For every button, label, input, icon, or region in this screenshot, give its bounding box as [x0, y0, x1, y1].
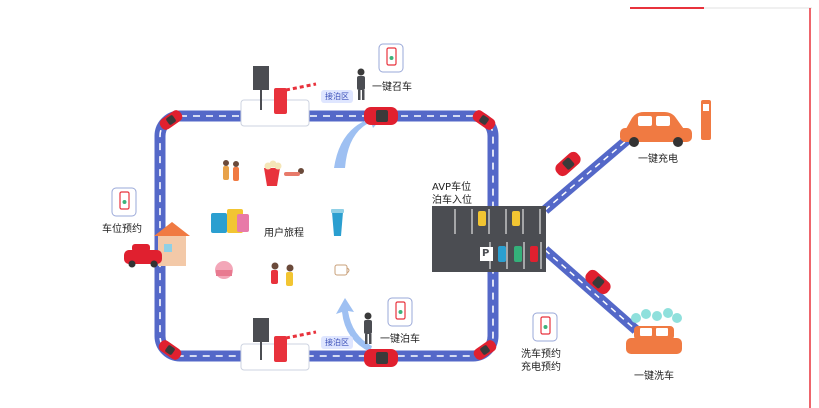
- phone-icon: [387, 297, 413, 327]
- popcorn-icon: [264, 160, 282, 186]
- pickup-zone-bottom-tag: 接泊区: [321, 336, 353, 349]
- pickup-zone-top-tag: 接泊区: [321, 90, 353, 103]
- running-couple-icon: [271, 262, 294, 286]
- charging-car-illustration: [620, 100, 711, 147]
- car-bottom-middle: [364, 349, 398, 367]
- car-bottom-right: [473, 340, 497, 360]
- top-gate: [240, 66, 317, 127]
- parking-reservation-label: 车位预约: [102, 224, 142, 235]
- home-car-illustration: [124, 222, 190, 268]
- wash-reservation-label: 洗车预约: [521, 349, 561, 360]
- car-top-right: [472, 110, 496, 130]
- one-key-charge-label: 一键充电: [638, 154, 678, 165]
- car-wash-branch: [585, 269, 611, 295]
- summon-arrow: [334, 112, 384, 168]
- avp-label-line2: 泊车入位: [432, 195, 472, 206]
- phone-icon: [111, 187, 137, 217]
- branch-roads: [541, 131, 640, 334]
- swimmer-icon: [284, 168, 304, 176]
- cake-icon: [215, 261, 233, 279]
- coffee-cup-icon: [334, 264, 350, 276]
- car-top-left: [159, 110, 183, 130]
- car-top-middle: [364, 107, 398, 125]
- car-charge-branch: [555, 151, 581, 177]
- one-key-wash-label: 一键洗车: [634, 371, 674, 382]
- drink-cup-icon: [331, 209, 344, 236]
- bottom-gate: [240, 318, 317, 371]
- charge-reservation-label: 充电预约: [521, 362, 561, 373]
- avp-label-line1: AVP车位: [432, 182, 472, 193]
- avp-parking-lot: [432, 206, 546, 272]
- phone-icon: [378, 43, 404, 73]
- one-key-summon-label: 一键召车: [372, 82, 412, 93]
- phone-icon: [532, 312, 558, 342]
- shopping-bags-icon: [211, 209, 249, 233]
- washing-car-illustration: [626, 308, 682, 354]
- user-journey-label: 用户旅程: [264, 228, 304, 239]
- parking-p-sign-box: [480, 247, 493, 261]
- park-arrow: [336, 298, 372, 352]
- parking-p-sign: P: [482, 248, 490, 259]
- person-icon: [357, 68, 365, 100]
- one-key-park-label: 一键泊车: [380, 334, 420, 345]
- person-icon: [364, 312, 372, 344]
- couple-shopping-icon: [223, 160, 239, 181]
- car-bottom-left: [158, 340, 182, 360]
